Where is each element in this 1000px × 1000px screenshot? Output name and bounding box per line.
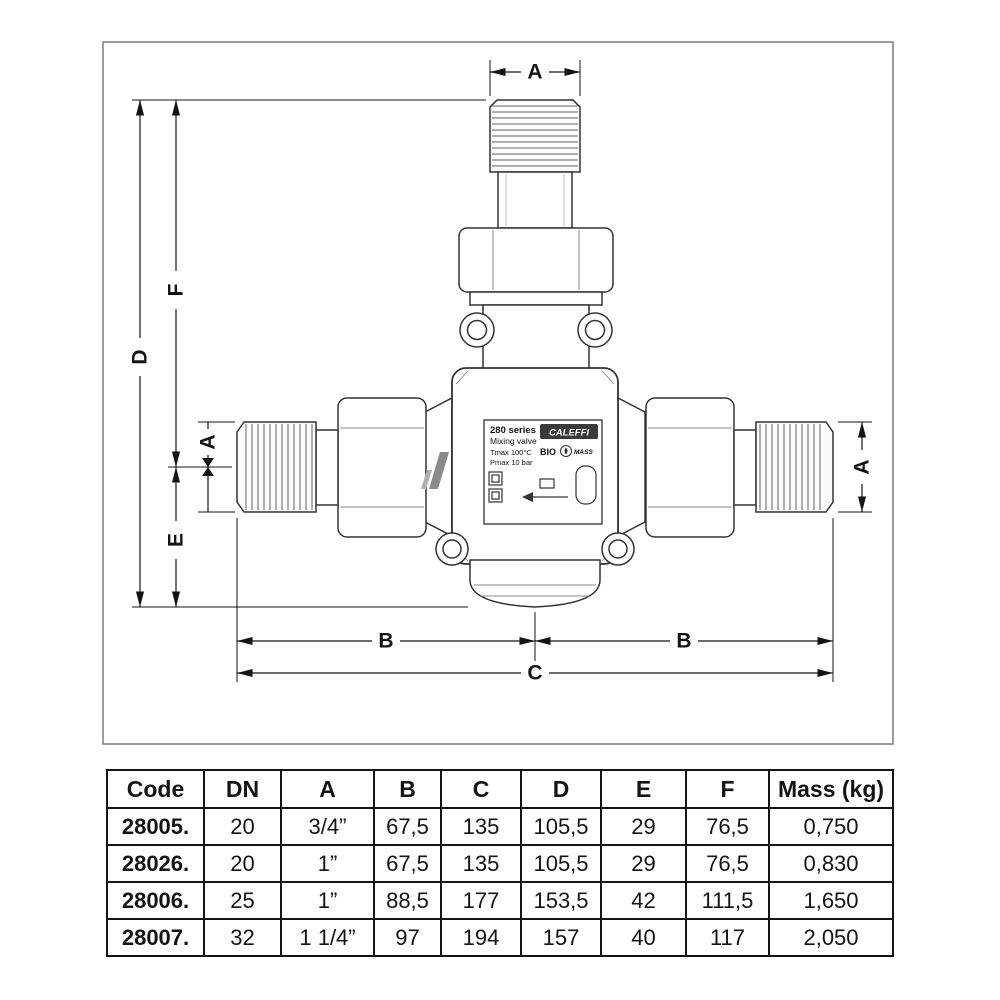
upper-ports-block	[482, 304, 590, 371]
left-thread-ridges	[245, 424, 313, 510]
col-header-d: D	[520, 769, 602, 809]
top-neck	[497, 171, 573, 229]
cell-dn: 32	[203, 918, 282, 957]
cell-b: 97	[373, 918, 442, 957]
table-row: 28006. 25 1” 88,5 177 153,5 42 111,5 1,6…	[106, 881, 894, 920]
right-thread	[755, 421, 834, 513]
cell-dn: 20	[203, 807, 282, 846]
cell-c: 135	[440, 844, 522, 883]
cell-a: 1”	[280, 881, 375, 920]
cell-f: 76,5	[685, 807, 770, 846]
dim-label-f: F	[165, 283, 188, 296]
cell-a: 1”	[280, 844, 375, 883]
cell-code: 28005.	[106, 807, 205, 846]
plate-pmax: Pmax 10 bar	[490, 458, 533, 467]
table-row: 28026. 20 1” 67,5 135 105,5 29 76,5 0,83…	[106, 844, 894, 883]
dim-label-e: E	[165, 533, 188, 547]
table-row: 28007. 32 1 1/4” 97 194 157 40 117 2,050	[106, 918, 894, 957]
plate-mass: MASS	[574, 449, 593, 456]
cell-f: 117	[685, 918, 770, 957]
plate-series: 280 series	[490, 425, 536, 436]
spec-table: Code DN A B C D E F Mass (kg) 28005. 20 …	[106, 769, 894, 957]
cell-d: 153,5	[520, 881, 602, 920]
cell-dn: 25	[203, 881, 282, 920]
col-header-dn: DN	[203, 769, 282, 809]
cell-f: 76,5	[685, 844, 770, 883]
cell-mass: 2,050	[768, 918, 894, 957]
flow-arrow-head	[522, 492, 533, 502]
cell-code: 28006.	[106, 881, 205, 920]
right-cone	[617, 396, 646, 538]
top-collar	[469, 291, 603, 306]
cell-d: 157	[520, 918, 602, 957]
dimension-labels: A D F E A A B B C	[127, 59, 874, 686]
col-header-f: F	[685, 769, 770, 809]
sensor-icon	[488, 471, 503, 486]
cell-e: 40	[600, 918, 687, 957]
cell-code: 28007.	[106, 918, 205, 957]
cell-mass: 1,650	[768, 881, 894, 920]
dim-label-top-a: A	[527, 61, 542, 84]
cell-a: 1 1/4”	[280, 918, 375, 957]
cell-mass: 0,830	[768, 844, 894, 883]
cell-b: 67,5	[373, 807, 442, 846]
cell-f: 111,5	[685, 881, 770, 920]
top-thread-ridges	[492, 105, 578, 167]
dim-label-right-a: A	[851, 459, 874, 474]
right-thread-ridges	[759, 424, 821, 510]
dim-label-left-a: A	[197, 434, 220, 449]
table-row: 28005. 20 3/4” 67,5 135 105,5 29 76,5 0,…	[106, 807, 894, 846]
flame-icon-inner	[564, 447, 568, 455]
small-dim-bowtie	[202, 458, 214, 476]
cell-code: 28026.	[106, 844, 205, 883]
cell-c: 194	[440, 918, 522, 957]
caleffi-badge-text: CALEFFI	[549, 428, 589, 439]
valve-glyph-icon	[539, 478, 555, 489]
extension-lines	[132, 60, 872, 682]
col-header-b: B	[373, 769, 442, 809]
cell-b: 88,5	[373, 881, 442, 920]
label-plate: 280 series Mixing valve Tmax 100°C Pmax …	[483, 419, 603, 525]
top-union-nut	[458, 227, 614, 293]
cell-e: 29	[600, 807, 687, 846]
boiler-icon	[575, 465, 597, 505]
cell-e: 42	[600, 881, 687, 920]
cell-c: 135	[440, 807, 522, 846]
cell-d: 105,5	[520, 844, 602, 883]
col-header-a: A	[280, 769, 375, 809]
dim-label-b-left: B	[378, 630, 393, 653]
caleffi-arrow-logo	[429, 452, 449, 489]
cell-a: 3/4”	[280, 807, 375, 846]
col-header-code: Code	[106, 769, 205, 809]
dim-label-b-right: B	[676, 630, 691, 653]
dim-label-c: C	[527, 662, 542, 685]
cell-c: 177	[440, 881, 522, 920]
left-union-nut	[337, 397, 427, 538]
sensor-icon	[488, 488, 503, 503]
valve-dimension-diagram: 280 series Mixing valve Tmax 100°C Pmax …	[102, 41, 894, 745]
left-neck	[315, 429, 339, 506]
plate-bio: BIO	[540, 447, 556, 457]
cell-dn: 20	[203, 844, 282, 883]
valve-drawing	[236, 99, 834, 608]
col-header-c: C	[440, 769, 522, 809]
right-neck	[733, 429, 757, 506]
plate-product: Mixing valve	[490, 436, 537, 446]
cell-b: 67,5	[373, 844, 442, 883]
dim-label-d: D	[129, 349, 152, 364]
table-header-row: Code DN A B C D E F Mass (kg)	[106, 769, 894, 809]
col-header-mass: Mass (kg)	[768, 769, 894, 809]
plate-tmax: Tmax 100°C	[490, 448, 532, 457]
right-union-nut	[645, 397, 735, 538]
col-header-e: E	[600, 769, 687, 809]
plate-schematic	[488, 465, 597, 505]
cell-mass: 0,750	[768, 807, 894, 846]
bottom-cap	[469, 559, 601, 608]
cell-d: 105,5	[520, 807, 602, 846]
caleffi-badge	[540, 424, 598, 439]
cell-e: 29	[600, 844, 687, 883]
